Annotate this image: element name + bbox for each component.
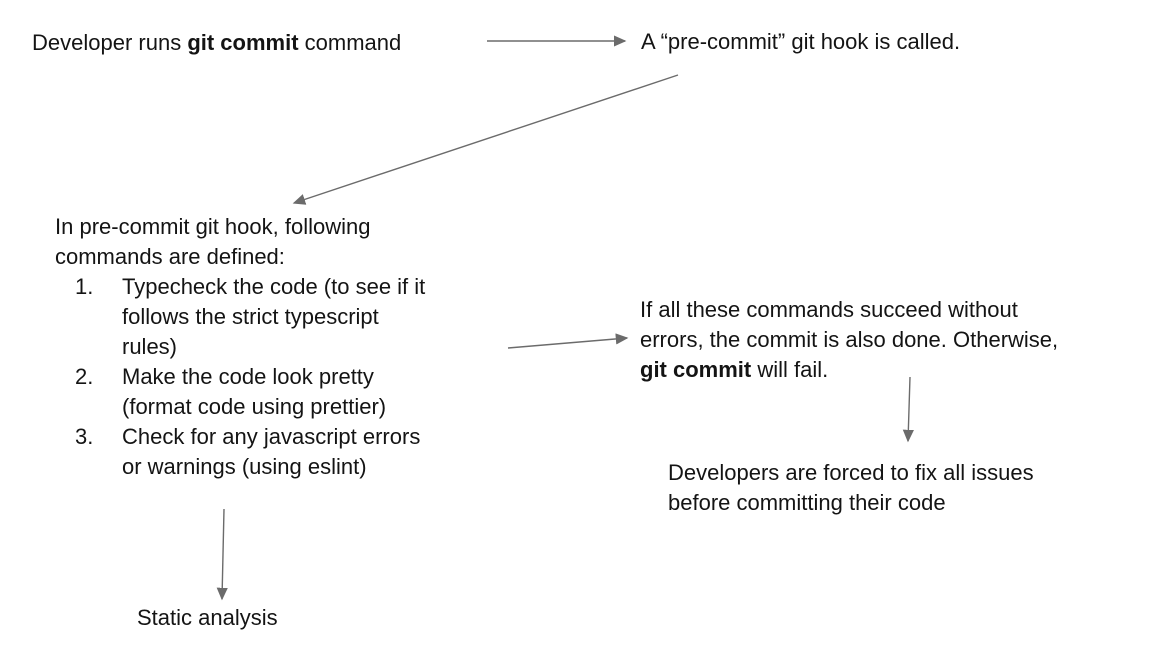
list-items: 1. Typecheck the code (to see if it foll… xyxy=(75,272,425,482)
list-intro-line: commands are defined: xyxy=(55,244,285,269)
node-developer-runs-commit: Developer runs git commit command xyxy=(32,28,401,58)
succeed-bold: git commit xyxy=(640,357,752,382)
arrow-succeed-to-forced xyxy=(902,376,914,443)
list-item: 2. Make the code look pretty (format cod… xyxy=(75,362,425,422)
list-intro-line: In pre-commit git hook, following xyxy=(55,214,371,239)
hook-called-text: A “pre-commit” git hook is called. xyxy=(641,29,961,54)
list-item-text: Make the code look pretty (format code u… xyxy=(122,362,386,422)
list-item: 3. Check for any javascript errors or wa… xyxy=(75,422,425,482)
dev-commit-suffix: command xyxy=(298,30,402,55)
list-item-line: or warnings (using eslint) xyxy=(122,454,367,479)
node-precommit-list: In pre-commit git hook, following comman… xyxy=(55,212,425,482)
static-analysis-text: Static analysis xyxy=(137,605,278,630)
succeed-line: git commit will fail. xyxy=(640,355,1058,385)
list-item-line: Check for any javascript errors xyxy=(122,424,421,449)
list-item-number: 3. xyxy=(75,424,94,449)
dev-commit-prefix: Developer runs xyxy=(32,30,188,55)
dev-commit-bold: git commit xyxy=(187,30,299,55)
list-item-line: Typecheck the code (to see if it xyxy=(122,274,426,299)
node-static-analysis: Static analysis xyxy=(137,603,278,633)
arrow-hook-to-list xyxy=(292,74,679,205)
list-item-number: 1. xyxy=(75,274,94,299)
list-item-text: Check for any javascript errors or warni… xyxy=(122,422,420,482)
list-item-line: Make the code look pretty xyxy=(122,364,374,389)
arrow-list-to-succeed xyxy=(507,333,629,349)
node-hook-called: A “pre-commit” git hook is called. xyxy=(641,27,960,57)
node-succeed-or-fail: If all these commands succeed without er… xyxy=(640,295,1058,385)
list-item-number: 2. xyxy=(75,364,94,389)
succeed-line: errors, the commit is also done. Otherwi… xyxy=(640,327,1059,352)
list-item-line: rules) xyxy=(122,334,178,359)
arrow-list-to-static xyxy=(216,508,228,601)
list-item: 1. Typecheck the code (to see if it foll… xyxy=(75,272,425,362)
list-item-line: (format code using prettier) xyxy=(122,394,387,419)
list-item-text: Typecheck the code (to see if it follows… xyxy=(122,272,425,362)
succeed-line: If all these commands succeed without xyxy=(640,297,1018,322)
succeed-after-bold: will fail. xyxy=(751,357,829,382)
forced-fix-line: before committing their code xyxy=(668,490,946,515)
list-item-line: follows the strict typescript xyxy=(122,304,379,329)
forced-fix-line: Developers are forced to fix all issues xyxy=(668,460,1034,485)
node-forced-fix: Developers are forced to fix all issues … xyxy=(668,458,1034,518)
